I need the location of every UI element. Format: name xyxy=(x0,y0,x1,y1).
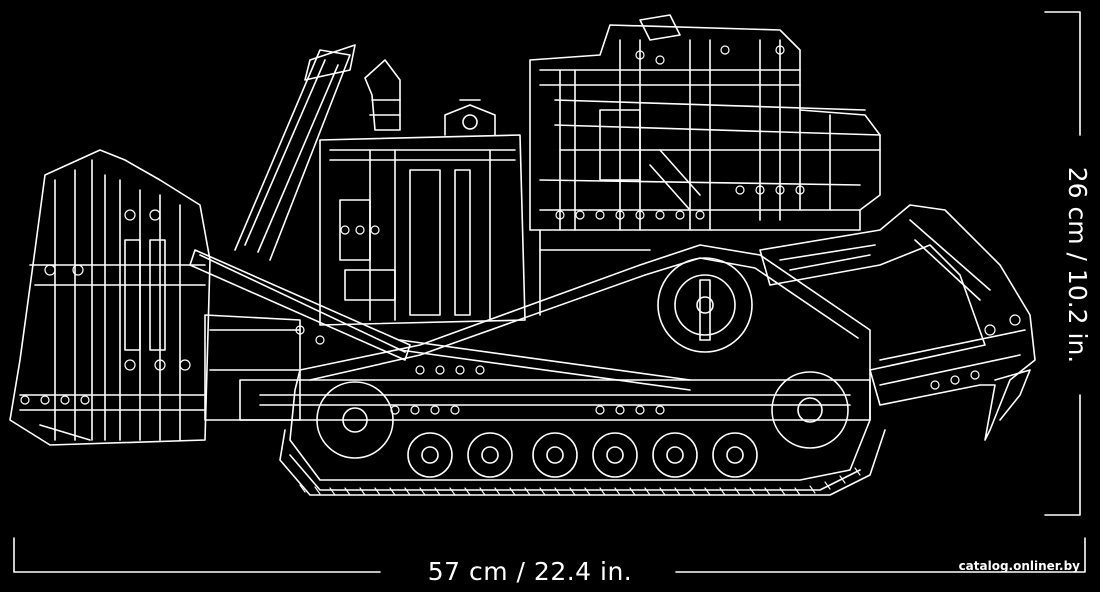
main-frame xyxy=(204,314,871,421)
track-rollers xyxy=(316,371,849,478)
engine-housing xyxy=(319,134,526,326)
rear-ripper xyxy=(759,204,1036,441)
height-dimension-line xyxy=(1044,11,1081,516)
width-dimension-label: 57 cm / 22.4 in. xyxy=(427,557,633,586)
exhaust-stack xyxy=(364,59,401,131)
blade-push-arm xyxy=(189,44,411,361)
air-cleaner xyxy=(444,99,496,136)
width-dimension-line xyxy=(13,537,1086,573)
operator-cab xyxy=(529,14,881,316)
drive-sprocket xyxy=(657,257,753,353)
front-blade xyxy=(9,149,211,446)
height-dimension-label: 26 cm / 10.2 in. xyxy=(1063,166,1092,364)
watermark: catalog.onliner.by xyxy=(958,559,1080,573)
pin-holes xyxy=(20,45,1021,415)
track-treads xyxy=(299,467,861,496)
